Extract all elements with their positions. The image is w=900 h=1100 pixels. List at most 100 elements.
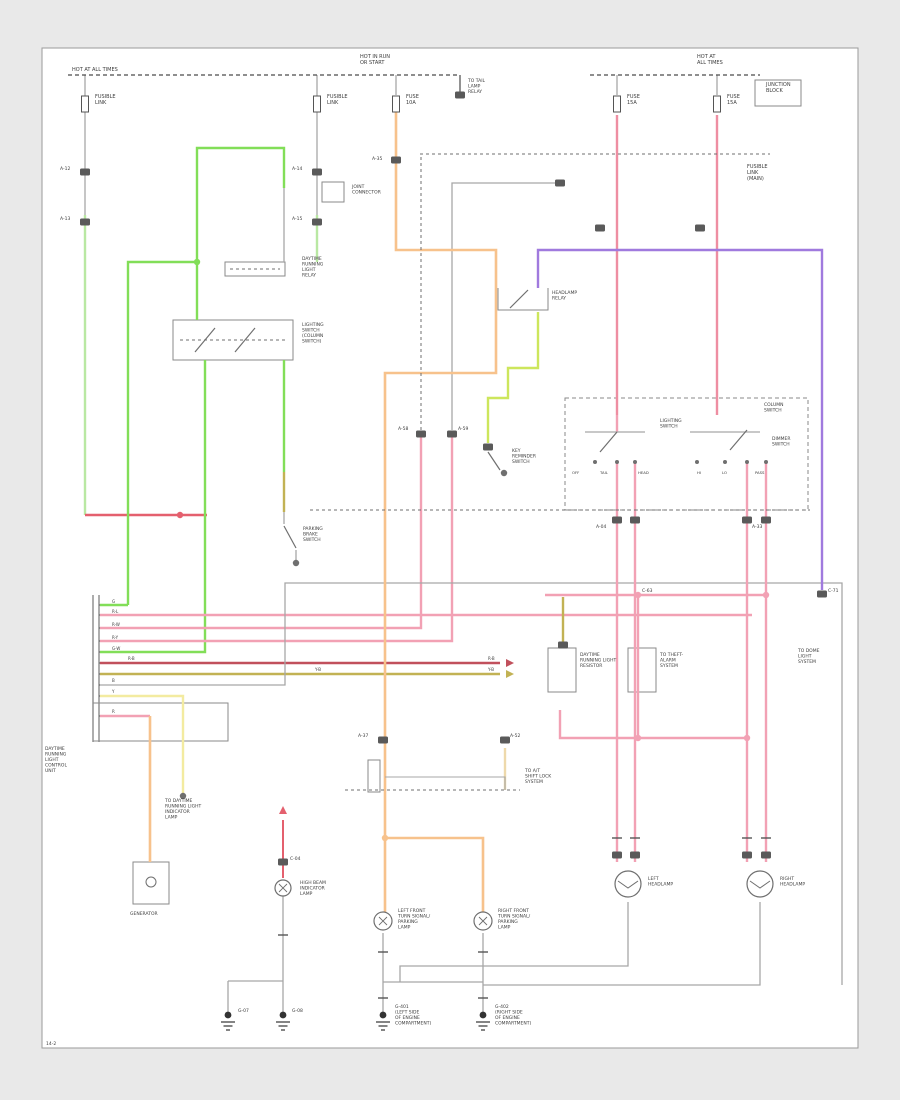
connector-icon xyxy=(630,516,640,524)
diagram-label: A-59 xyxy=(458,426,468,432)
wire xyxy=(383,112,498,913)
diagram-label: A-13 xyxy=(60,216,70,222)
fuse-icon xyxy=(713,95,721,113)
wire xyxy=(100,437,423,630)
wire xyxy=(558,710,747,740)
fuse-icon xyxy=(81,95,89,113)
headlamp-icon xyxy=(746,870,774,898)
diagram-label: R-B xyxy=(128,656,135,661)
filament xyxy=(278,883,288,893)
diagram-label: A-52 xyxy=(510,733,520,739)
connector-icon xyxy=(595,224,605,232)
fuse-icon xyxy=(313,95,321,113)
connector-icon xyxy=(455,91,465,99)
connector-icon xyxy=(695,224,705,232)
splice-dot xyxy=(743,734,751,742)
ground-dot xyxy=(224,1011,232,1019)
filament xyxy=(749,880,771,889)
diagram-label: LO xyxy=(722,470,727,475)
diagram-label: PASS xyxy=(755,470,765,475)
reference-arrow xyxy=(506,670,514,678)
connector-icon xyxy=(312,218,322,226)
wire xyxy=(100,360,207,654)
contact-dot xyxy=(764,460,768,464)
filament xyxy=(478,916,488,926)
connector-icon xyxy=(312,168,322,176)
diagram-label: 14-2 xyxy=(46,1041,56,1047)
diagram-label: Y xyxy=(111,689,115,694)
wire xyxy=(385,776,506,790)
wire xyxy=(399,902,629,982)
ground-dot xyxy=(379,1011,387,1019)
diagram-label: G-W xyxy=(112,646,120,651)
connector-icon xyxy=(742,516,752,524)
diagram-label: R-L xyxy=(112,609,119,614)
connector-icon xyxy=(817,590,827,598)
switch-contact xyxy=(234,327,256,353)
switch-contact xyxy=(487,451,501,471)
wire xyxy=(100,582,843,985)
connector-icon xyxy=(378,736,388,744)
fuse-icon xyxy=(392,95,400,113)
paper-sheet xyxy=(41,47,859,1049)
wire xyxy=(483,902,761,986)
wire xyxy=(385,836,485,913)
splice-dot xyxy=(292,559,300,567)
reference-arrow xyxy=(506,659,514,667)
diagram-label: A-33 xyxy=(752,524,762,530)
diagram-label: C-63 xyxy=(642,588,653,594)
switch-contact xyxy=(729,429,748,451)
component-box xyxy=(321,181,345,203)
diagram-label: A-58 xyxy=(398,426,408,432)
diagram-label: A-15 xyxy=(292,216,302,222)
fuse-icon xyxy=(613,95,621,113)
contact-dot xyxy=(615,460,619,464)
wire xyxy=(100,437,454,643)
connector-icon xyxy=(558,641,568,649)
component-box xyxy=(627,647,657,693)
diagram-label: HEAD xyxy=(638,470,649,475)
diagram-label: B xyxy=(112,678,115,683)
diagram-label: A-35 xyxy=(372,156,382,162)
diagram-label: OFF xyxy=(572,470,579,475)
connector-icon xyxy=(555,179,565,187)
splice-dot xyxy=(762,591,770,599)
wire xyxy=(451,182,560,430)
contact-dot xyxy=(593,460,597,464)
connector-icon xyxy=(447,430,457,438)
wire xyxy=(195,146,286,262)
diagram-label: HI xyxy=(697,470,701,475)
diagram-label: A-14 xyxy=(292,166,302,172)
connector-icon xyxy=(278,858,288,866)
connector-icon xyxy=(761,851,771,859)
switch-contact xyxy=(194,327,216,353)
diagram-label: G-08 xyxy=(292,1008,303,1014)
connector-icon xyxy=(391,156,401,164)
diagram-label: R-W xyxy=(112,622,120,627)
diagram-label: GENERATOR xyxy=(130,911,158,917)
